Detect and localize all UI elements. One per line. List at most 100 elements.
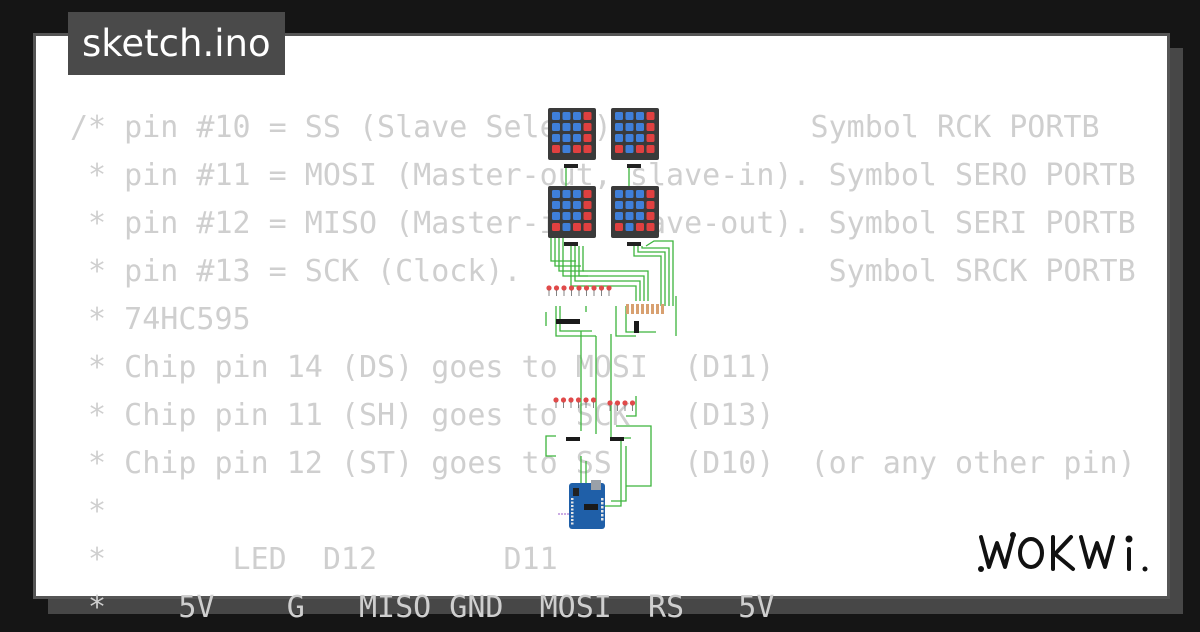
keypad-key — [562, 223, 571, 231]
keypad-connector — [564, 242, 578, 246]
keypad-key — [615, 145, 623, 153]
keypad-key — [615, 134, 623, 142]
header-pin — [571, 498, 574, 500]
keypad-key — [625, 223, 634, 231]
wire — [601, 441, 622, 507]
resistor — [651, 304, 654, 314]
keypad-key — [636, 112, 644, 120]
led — [606, 285, 612, 291]
wire — [626, 396, 637, 417]
keypad-key — [636, 212, 644, 220]
keypad — [611, 186, 659, 246]
keypad-key — [646, 190, 655, 198]
wire — [625, 306, 656, 333]
keypad — [611, 108, 659, 168]
code-line: * 5V G MISO GND MOSI RS 5V — [70, 590, 775, 625]
keypad-key — [636, 223, 644, 231]
led-row-bottom-left — [553, 397, 597, 408]
keypad-key — [573, 134, 581, 142]
led — [575, 397, 582, 403]
wire — [641, 246, 670, 306]
code-line: * 74HC595 — [70, 302, 251, 337]
keypad-key — [583, 123, 592, 131]
keypad — [548, 186, 596, 246]
keypad-key — [552, 223, 560, 231]
led — [546, 285, 552, 291]
led — [607, 400, 613, 406]
header-pin — [571, 522, 574, 525]
keypad-key — [573, 223, 581, 231]
header-pin — [601, 518, 604, 521]
keypad-key — [573, 190, 581, 198]
keypad-key — [625, 201, 634, 209]
led — [622, 400, 628, 406]
keypad-key — [583, 201, 592, 209]
shift-register — [634, 321, 639, 333]
keypad-connector — [564, 164, 578, 168]
led — [598, 285, 605, 291]
keypad-key — [646, 201, 655, 209]
wokwi-logo-icon — [978, 532, 1148, 572]
keypad-key — [625, 190, 634, 198]
shift-register — [566, 437, 580, 441]
resistor — [631, 304, 634, 314]
keypad-key — [562, 190, 571, 198]
wire — [574, 246, 641, 301]
wire — [545, 435, 556, 457]
led-row-bottom-right — [607, 400, 636, 411]
keypad-key — [583, 145, 592, 153]
header-pin — [571, 505, 574, 507]
code-line: * Chip pin 11 (SH) goes to SCK (D13) — [70, 398, 775, 433]
code-line: * LED D12 D11 — [70, 542, 558, 577]
shift-register-chips — [556, 319, 639, 441]
keypad-key — [615, 201, 623, 209]
keypad-key — [615, 212, 623, 220]
keypad-key — [562, 145, 571, 153]
keypad-key — [646, 123, 655, 131]
keypad-key — [583, 223, 592, 231]
led — [590, 397, 597, 403]
keypad-key — [562, 212, 571, 220]
resistor-row — [626, 304, 664, 314]
keypad-key — [646, 112, 655, 120]
keypad-key — [562, 201, 571, 209]
keypad-key — [552, 145, 560, 153]
wire — [637, 246, 666, 306]
header-pin — [571, 519, 574, 521]
resistor — [626, 304, 629, 314]
keypad-key — [615, 123, 623, 131]
led-bars — [546, 285, 664, 411]
header-pin — [601, 502, 604, 505]
keypad-key — [615, 190, 623, 198]
keypad-key — [573, 212, 581, 220]
power-jack — [573, 488, 579, 496]
preview-card[interactable]: /* pin #10 = SS (Slave Select) Symbol RC… — [33, 33, 1170, 625]
resistor — [641, 304, 644, 314]
keypad-key — [573, 112, 581, 120]
keypad-key — [646, 223, 655, 231]
keypad-key — [562, 112, 571, 120]
led — [553, 285, 560, 291]
keypad-key — [573, 201, 581, 209]
wire — [611, 446, 627, 502]
keypad-key — [583, 212, 592, 220]
led — [576, 285, 582, 291]
code-line: * pin #13 = SCK (Clock). Symbol SRCK POR… — [70, 254, 1136, 289]
header-pin — [601, 514, 604, 517]
led — [561, 285, 567, 291]
usb-port — [591, 480, 601, 490]
led — [583, 397, 589, 403]
keypad-key — [615, 112, 623, 120]
keypads — [548, 108, 659, 246]
keypad-key — [636, 145, 644, 153]
code-line: * Chip pin 14 (DS) goes to MOSI (D11) — [70, 350, 775, 385]
keypad-key — [583, 190, 592, 198]
wire — [578, 246, 645, 301]
header-pin — [571, 508, 574, 511]
led — [553, 397, 559, 403]
led — [560, 397, 567, 403]
led — [591, 285, 597, 291]
keypad-key — [625, 145, 634, 153]
keypad-key — [636, 134, 644, 142]
led — [568, 397, 574, 403]
